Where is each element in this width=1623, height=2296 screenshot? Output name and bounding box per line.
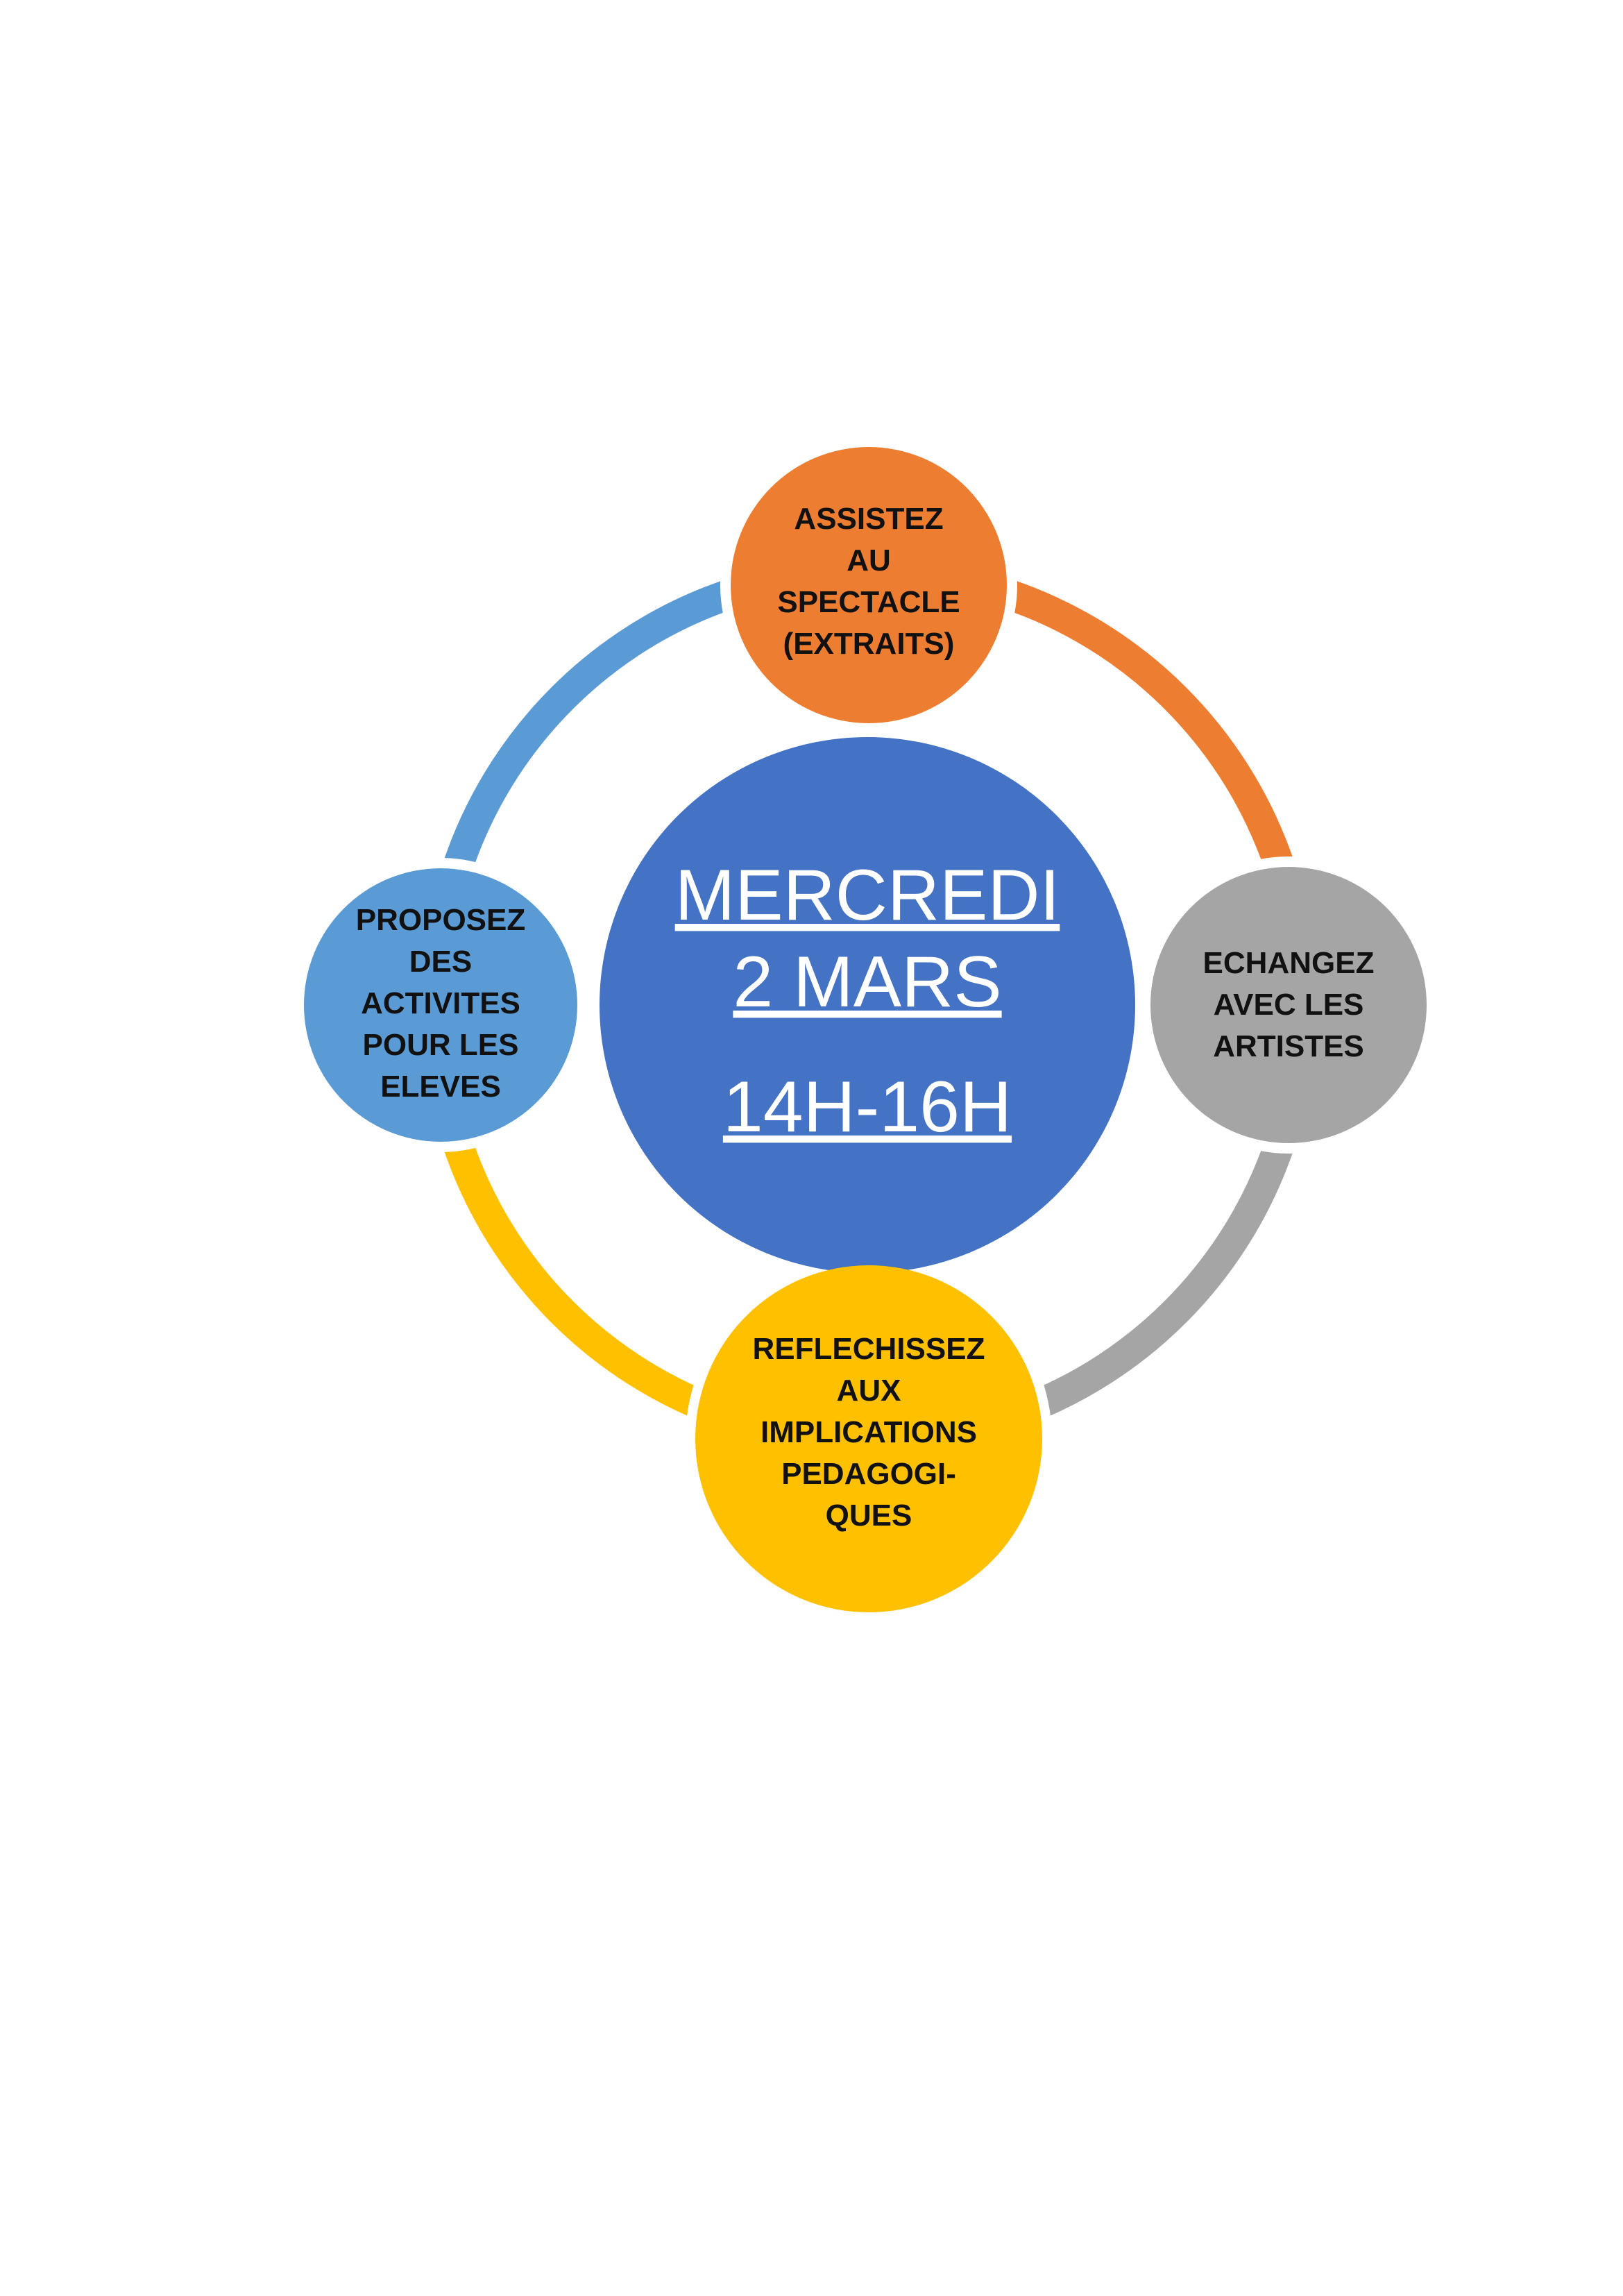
node-echangez-line-1: ECHANGEZ: [1203, 946, 1375, 980]
node-proposez-line-4: POUR LES: [363, 1028, 519, 1062]
node-proposez-line-5: ELEVES: [380, 1070, 501, 1104]
node-proposez-line-2: DES: [409, 945, 472, 979]
node-reflechissez: REFLECHISSEZ AUX IMPLICATIONS PEDAGOGI- …: [695, 1265, 1042, 1612]
node-proposez-line-3: ACTIVITES: [361, 986, 520, 1020]
node-reflechissez-line-1: REFLECHISSEZ: [753, 1332, 985, 1366]
node-proposez-line-1: PROPOSEZ: [356, 903, 526, 937]
node-echangez-circle: [1150, 867, 1427, 1143]
center-line-3: 14H-16H: [723, 1067, 1012, 1147]
node-reflechissez-line-4: PEDAGOGI-: [781, 1457, 956, 1491]
center-line-1: MERCREDI: [675, 855, 1060, 936]
center-node: MERCREDI 2 MARS 14H-16H: [600, 737, 1135, 1273]
node-echangez-line-2: AVEC LES: [1214, 988, 1364, 1022]
node-assistez-line-4: (EXTRAITS): [783, 627, 955, 661]
node-echangez: ECHANGEZ AVEC LES ARTISTES: [1150, 867, 1427, 1143]
node-assistez-circle: [731, 447, 1007, 723]
node-assistez-line-3: SPECTACLE: [777, 585, 960, 619]
node-assistez: ASSISTEZ AU SPECTACLE (EXTRAITS): [731, 447, 1007, 723]
node-reflechissez-line-3: IMPLICATIONS: [760, 1415, 977, 1449]
node-proposez-circle: [304, 868, 577, 1142]
center-line-2: 2 MARS: [733, 942, 1001, 1022]
node-reflechissez-line-2: AUX: [837, 1374, 901, 1408]
node-assistez-line-1: ASSISTEZ: [794, 502, 943, 536]
node-assistez-line-2: AU: [847, 543, 891, 577]
node-proposez: PROPOSEZ DES ACTIVITES POUR LES ELEVES: [304, 868, 577, 1142]
node-reflechissez-circle: [695, 1265, 1042, 1612]
center-circle: [600, 737, 1135, 1273]
node-reflechissez-line-5: QUES: [826, 1499, 912, 1533]
node-echangez-line-3: ARTISTES: [1213, 1029, 1364, 1063]
